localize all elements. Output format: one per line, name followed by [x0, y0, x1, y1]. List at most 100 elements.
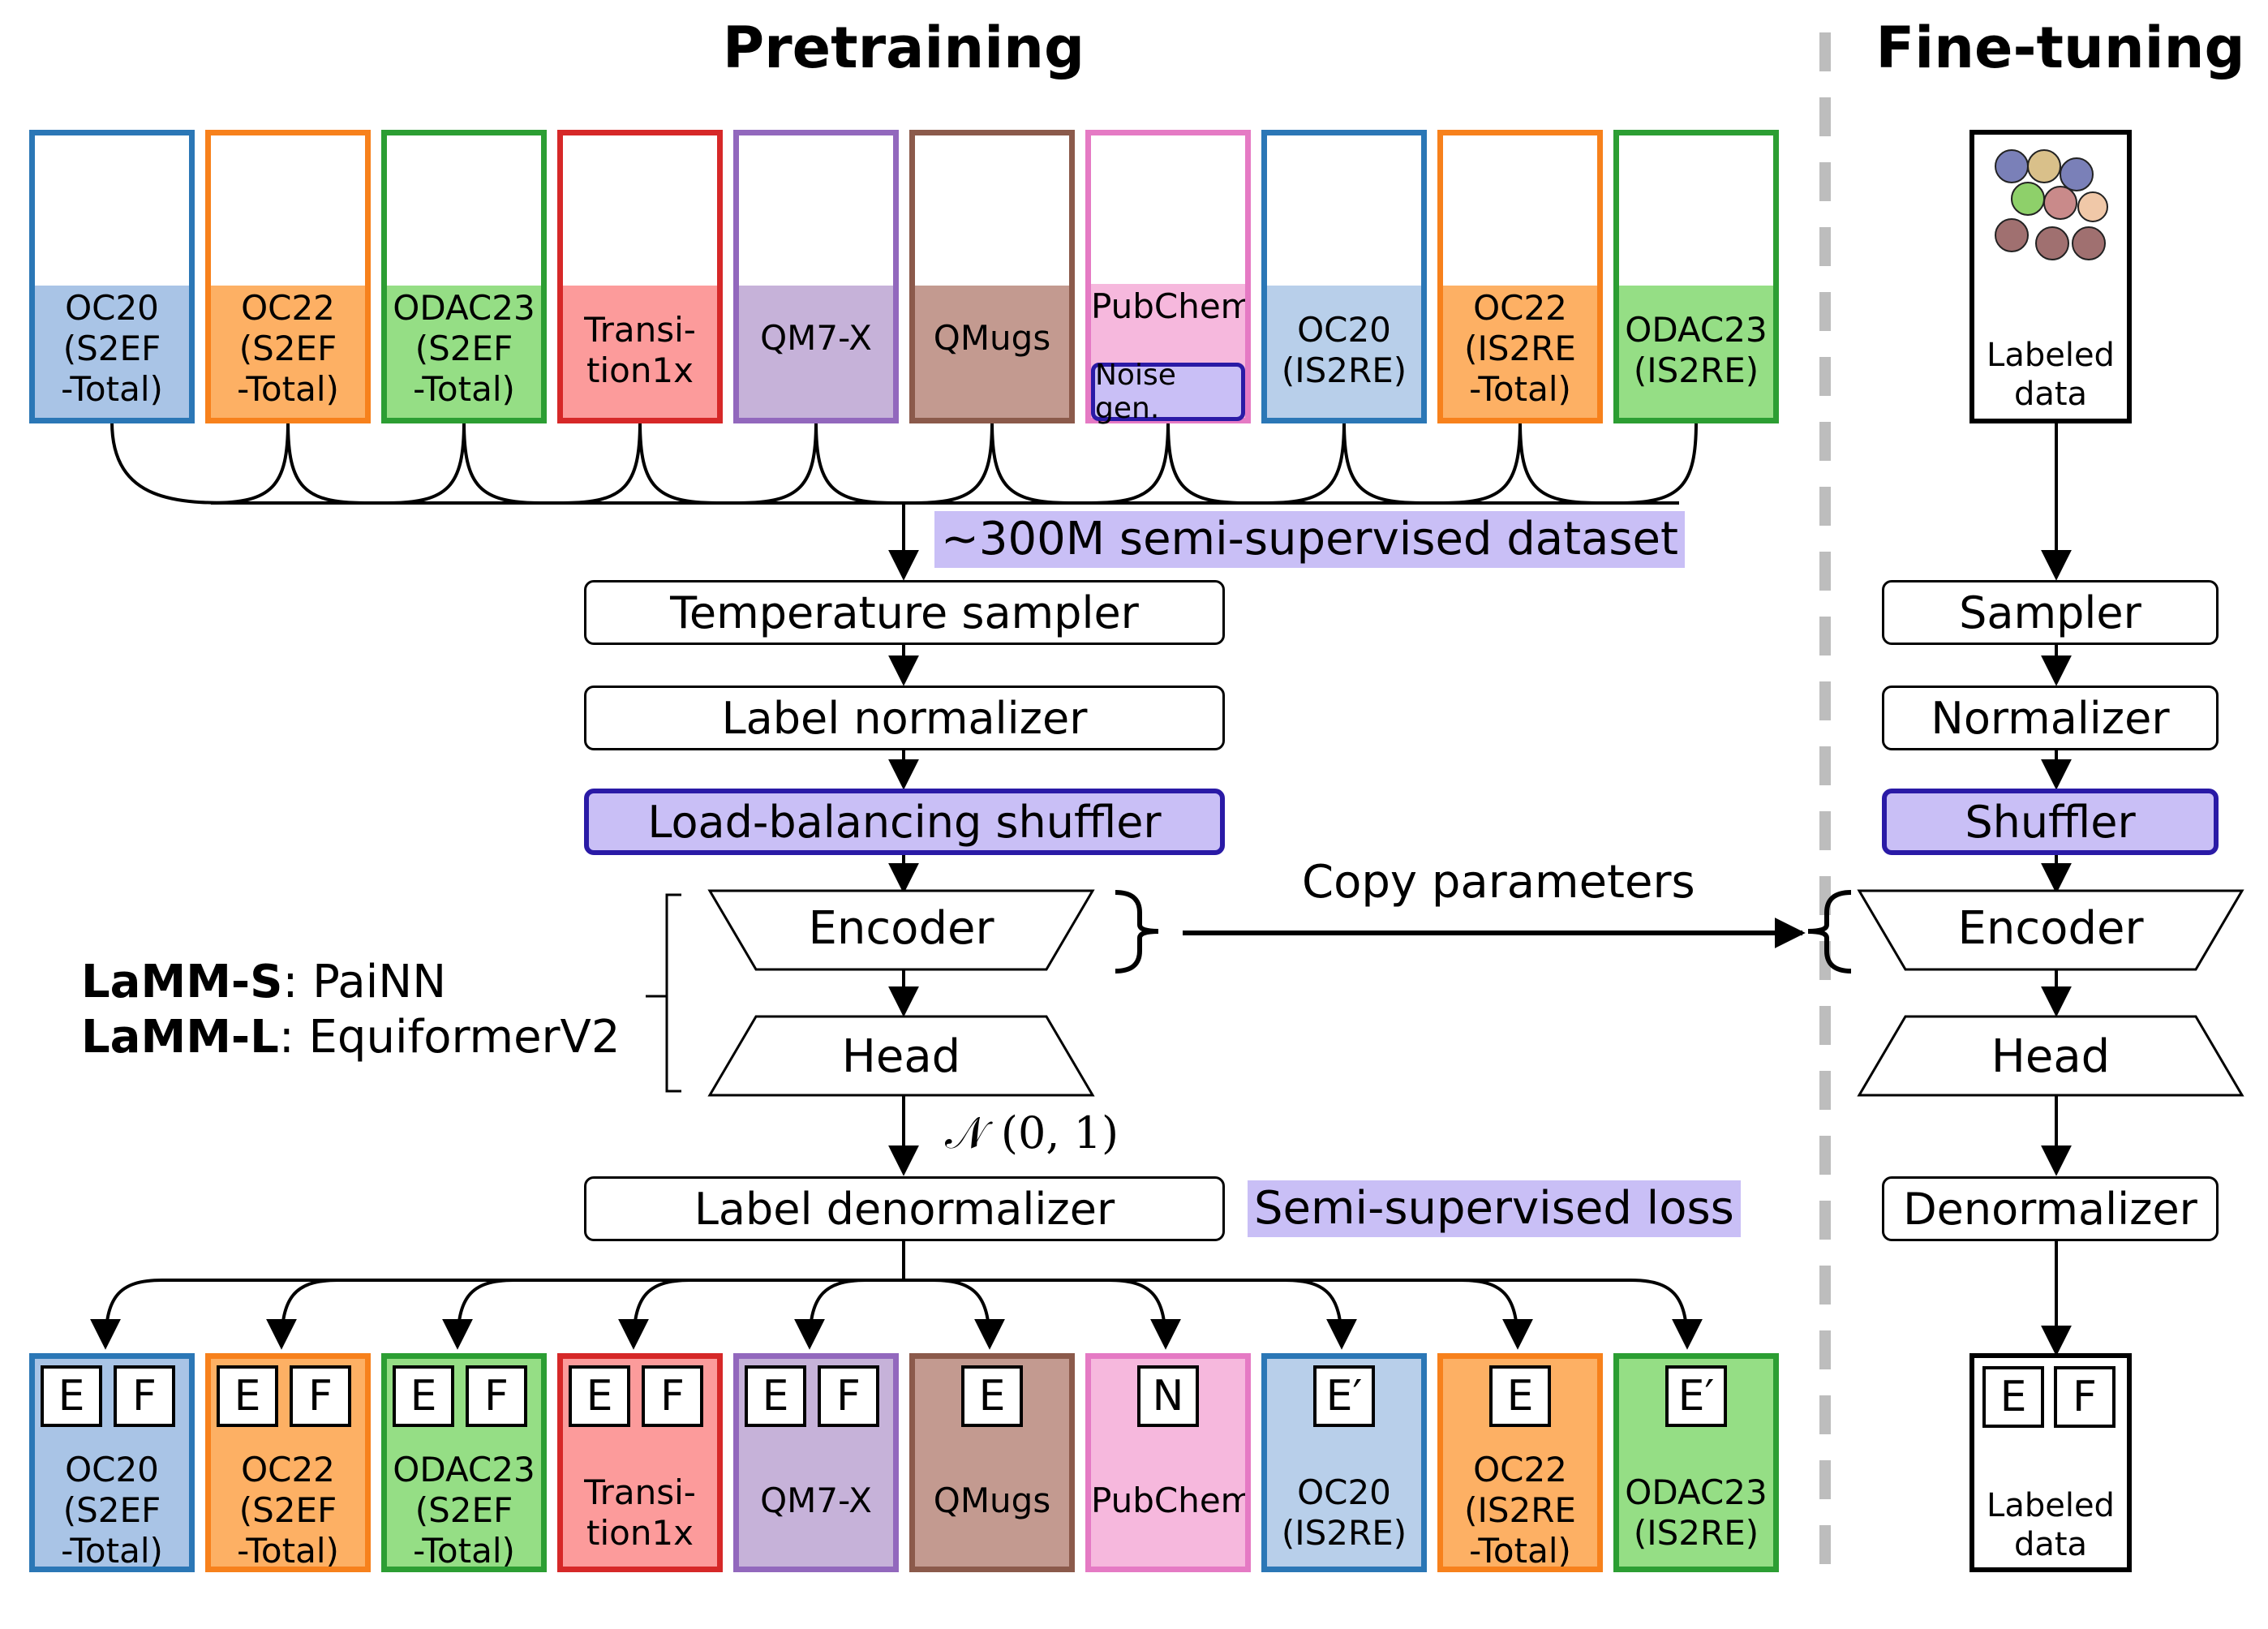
output-target-force: F — [114, 1365, 175, 1427]
input-card-thumbnail-area — [739, 135, 893, 286]
output-card-5: E QMugs — [909, 1353, 1075, 1572]
finetune-sampler-label: Sampler — [1959, 587, 2141, 638]
finetune-normalizer-box: Normalizer — [1882, 686, 2219, 750]
label-denormalizer-box: Label denormalizer — [584, 1176, 1225, 1241]
output-card-label: PubChem — [1091, 1481, 1251, 1520]
load-balancing-shuffler-label: Load-balancing shuffler — [647, 796, 1162, 848]
lamm-l-name: LaMM-L — [81, 1011, 279, 1064]
output-target-noise: N — [1137, 1365, 1199, 1427]
distribute-curves — [90, 1241, 1703, 1350]
output-target-energy: E — [961, 1365, 1023, 1427]
input-card-thumbnail-area — [211, 135, 365, 286]
finetune-head-label: Head — [1991, 1030, 2111, 1083]
input-card-0: OC20 (S2EF -Total) — [29, 130, 195, 423]
finetune-encoder-label: Encoder — [1957, 902, 2144, 955]
model-bracket — [646, 893, 681, 1093]
input-card-2: ODAC23 (S2EF -Total) — [381, 130, 547, 423]
finetune-denormalizer-label: Denormalizer — [1903, 1183, 2197, 1235]
finetune-normalizer-label: Normalizer — [1931, 692, 2170, 744]
output-card-label: QM7-X — [760, 1481, 872, 1520]
input-card-thumbnail-area — [1091, 135, 1245, 284]
noise-gen-label: Noise gen. — [1095, 359, 1176, 425]
semi-supervised-loss-note: Semi-supervised loss — [1248, 1180, 1741, 1237]
input-card-thumbnail-area — [387, 135, 541, 286]
merge-curves — [110, 421, 1698, 505]
output-card-label: OC22 (IS2RE -Total) — [1464, 1450, 1576, 1571]
input-card-7: OC20 (IS2RE) — [1261, 130, 1427, 423]
output-target-energy: E — [393, 1365, 454, 1427]
input-card-label: PubChem — [1091, 286, 1251, 326]
lamm-s-name: LaMM-S — [81, 956, 283, 1008]
input-card-thumbnail-area — [1267, 135, 1421, 286]
finetune-input-card: Labeled data — [1969, 130, 2132, 423]
lamm-l-label: LaMM-L: EquiformerV2 — [81, 1011, 621, 1064]
input-card-4: QM7-X — [733, 130, 899, 423]
output-card-label: QMugs — [933, 1481, 1051, 1520]
finetuning-title: Fine-tuning — [1875, 15, 2245, 81]
input-card-label: QMugs — [933, 318, 1051, 358]
output-card-9: E′ ODAC23 (IS2RE) — [1613, 1353, 1779, 1572]
output-target-energy: E′ — [1665, 1365, 1727, 1427]
output-target-energy: E — [41, 1365, 102, 1427]
input-card-8: OC22 (IS2RE -Total) — [1437, 130, 1603, 423]
output-card-label: OC22 (S2EF -Total) — [237, 1450, 339, 1571]
output-card-label: Transi- tion1x — [584, 1472, 696, 1553]
noise-gen-box: Noise gen. — [1091, 359, 1245, 425]
output-card-label: OC20 (IS2RE) — [1281, 1472, 1407, 1553]
output-target-force: F — [290, 1365, 351, 1427]
load-balancing-shuffler-box: Load-balancing shuffler — [584, 789, 1225, 855]
lamm-l-arch: : EquiformerV2 — [278, 1011, 621, 1064]
output-target-force: F — [466, 1365, 527, 1427]
input-card-label: Transi- tion1x — [584, 310, 696, 390]
label-normalizer-label: Label normalizer — [721, 692, 1088, 744]
label-denormalizer-label: Label denormalizer — [694, 1183, 1115, 1235]
input-card-label: OC20 (S2EF -Total) — [61, 288, 163, 409]
finetune-output-label: Labeled data — [1987, 1487, 2115, 1563]
output-card-label: ODAC23 (IS2RE) — [1625, 1472, 1768, 1553]
output-card-label: OC20 (S2EF -Total) — [61, 1450, 163, 1571]
pretraining-title: Pretraining — [722, 15, 1085, 81]
input-card-thumbnail-area — [1619, 135, 1773, 286]
output-target-energy: E — [569, 1365, 630, 1427]
finetune-input-label: Labeled data — [1987, 337, 2115, 413]
input-card-label: OC20 (IS2RE) — [1281, 310, 1407, 390]
label-normalizer-box: Label normalizer — [584, 686, 1225, 750]
finetune-left-brace — [1807, 890, 1852, 974]
output-target-energy: E — [745, 1365, 806, 1427]
lamm-s-label: LaMM-S: PaiNN — [81, 956, 446, 1008]
input-card-thumbnail-area — [1443, 135, 1597, 286]
input-card-label: QM7-X — [760, 318, 872, 358]
dataset-size-note: ~300M semi-supervised dataset — [934, 511, 1685, 568]
input-card-5: QMugs — [909, 130, 1075, 423]
lamm-s-arch: : PaiNN — [282, 956, 447, 1008]
normal-distribution-label: 𝒩 (0, 1) — [945, 1107, 1119, 1158]
finetune-head-shape — [1857, 1015, 2244, 1097]
temperature-sampler-box: Temperature sampler — [584, 580, 1225, 645]
input-card-thumbnail-area — [563, 135, 717, 286]
finetune-denormalizer-box: Denormalizer — [1882, 1176, 2219, 1241]
output-target-force: F — [818, 1365, 879, 1427]
temperature-sampler-label: Temperature sampler — [670, 587, 1139, 638]
finetune-output-f: F — [2054, 1366, 2116, 1428]
input-card-label: ODAC23 (IS2RE) — [1625, 310, 1768, 390]
input-card-9: ODAC23 (IS2RE) — [1613, 130, 1779, 423]
pretrain-encoder-label: Encoder — [808, 902, 994, 955]
finetune-shuffler-label: Shuffler — [1965, 796, 2136, 848]
output-target-energy: E — [217, 1365, 278, 1427]
output-target-energy: E′ — [1313, 1365, 1375, 1427]
input-card-thumbnail-area — [35, 135, 189, 286]
finetune-shuffler-box: Shuffler — [1882, 789, 2219, 855]
pretrain-encoder-shape — [707, 889, 1095, 971]
output-card-label: ODAC23 (S2EF -Total) — [393, 1450, 535, 1571]
output-card-6: N PubChem — [1085, 1353, 1251, 1572]
copy-parameters-label: Copy parameters — [1302, 856, 1695, 909]
pretrain-head-label: Head — [841, 1030, 961, 1083]
finetune-output-e: E — [1982, 1366, 2044, 1428]
finetune-sampler-box: Sampler — [1882, 580, 2219, 645]
